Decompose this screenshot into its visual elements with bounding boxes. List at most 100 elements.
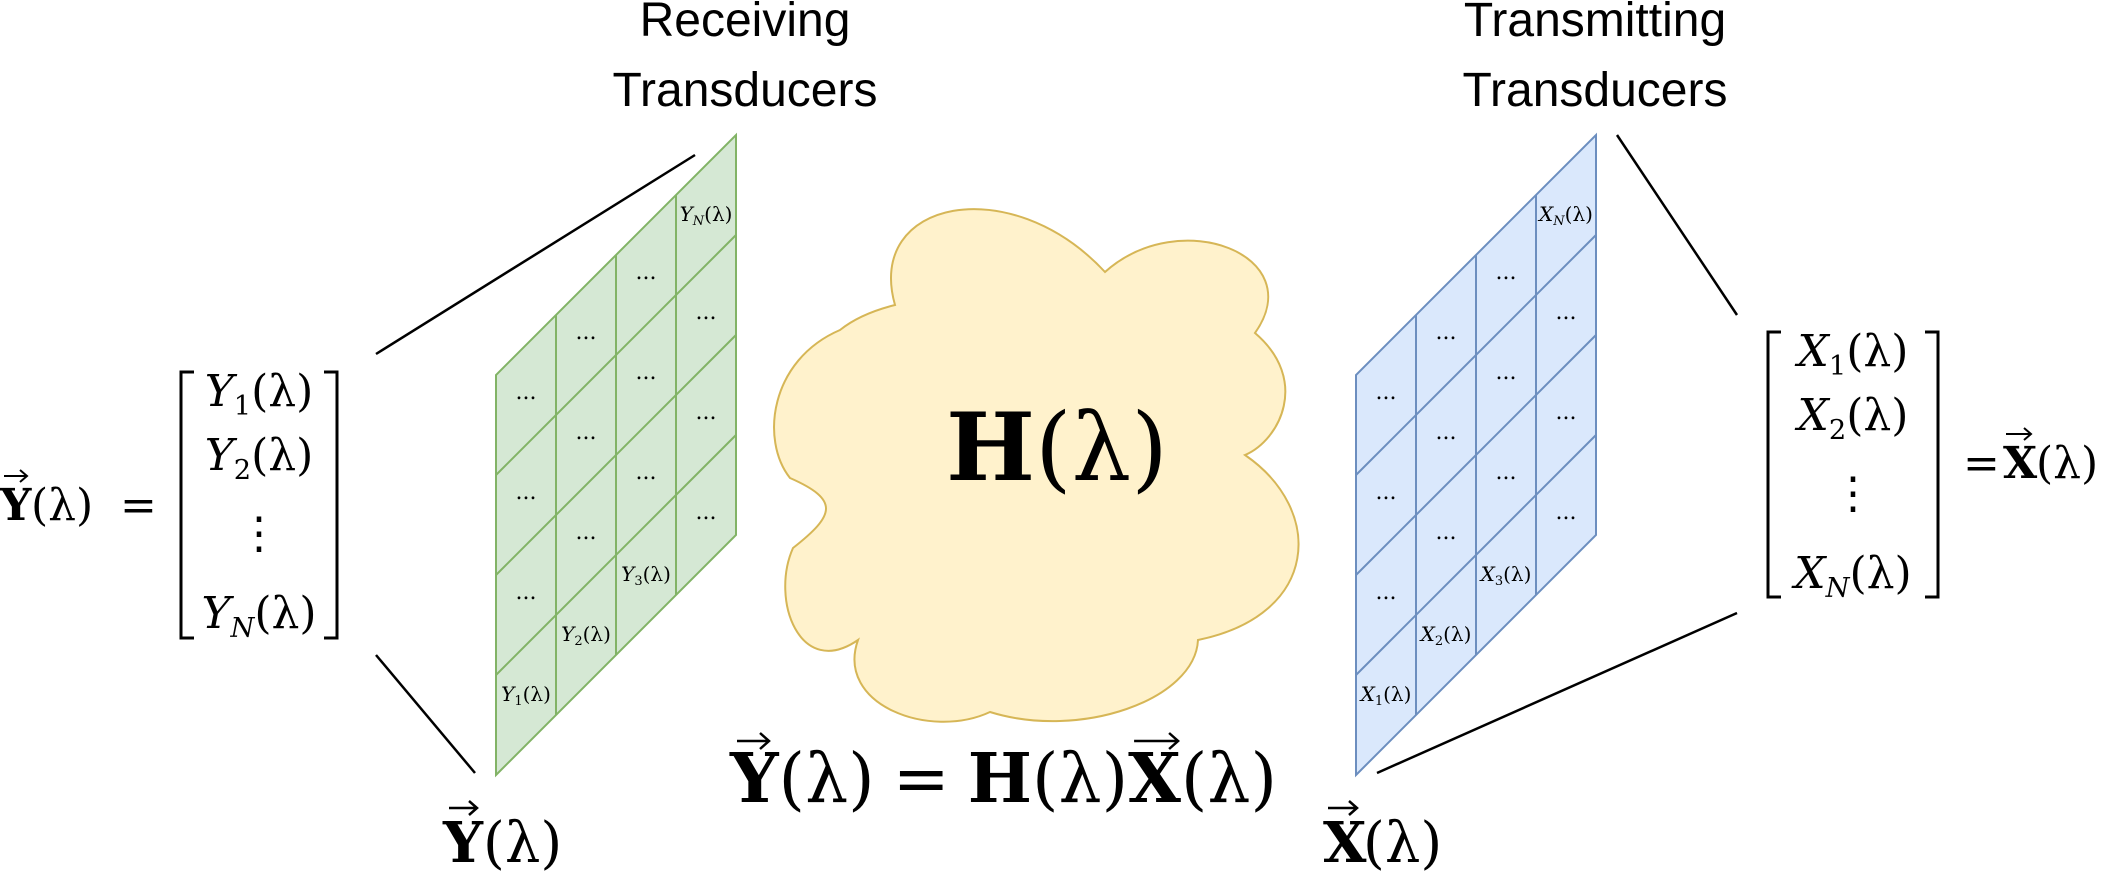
vector-entry-subscript: 1 <box>234 391 251 422</box>
transducer-cell-ellipsis: ... <box>576 520 597 545</box>
channel-cloud <box>773 208 1300 723</box>
cell-label-base: X <box>1359 682 1376 706</box>
cell-label-arg: (λ) <box>583 622 611 646</box>
vector-arrow-icon <box>737 732 771 750</box>
cell-label-base: X <box>1419 622 1436 646</box>
transducer-cell-label: X2(λ) <box>1419 622 1472 649</box>
left-vector-entries: Y1(λ)Y2(λ)⋮YN(λ) <box>201 366 316 644</box>
grid-row-line <box>1355 334 1597 576</box>
cell-label-subscript: 2 <box>1435 634 1443 649</box>
transducer-cell-label: XN(λ) <box>1537 202 1593 229</box>
vector-entry-arg: (λ) <box>251 430 313 481</box>
vector-entry: Y2(λ) <box>205 430 314 486</box>
left-bracket-close <box>324 370 339 640</box>
cell-label-base: Y <box>561 622 576 646</box>
left-vector-letter: Y <box>0 480 32 531</box>
transducer-cell-ellipsis: ... <box>1376 380 1397 405</box>
cell-label-subscript: 3 <box>1495 574 1503 589</box>
eq-h-arg: (λ) <box>1032 740 1128 819</box>
left-vector-arg: (λ) <box>31 480 93 531</box>
main-equation: Y(λ)=H(λ)X(λ) <box>729 732 1277 819</box>
transducer-cell-ellipsis: ... <box>1376 580 1397 605</box>
connector-line-trans-top <box>1615 134 1739 316</box>
left-vector-equals: = <box>120 480 157 531</box>
vector-entry-vdots: ⋮ <box>1831 468 1875 519</box>
cell-label-arg: (λ) <box>523 682 551 706</box>
grid-row-line <box>495 334 737 576</box>
eq-y: Y <box>729 739 780 819</box>
vector-entry-base: X <box>1795 326 1831 377</box>
grid-row-line <box>1355 434 1597 676</box>
transducer-cell-ellipsis: ... <box>636 260 657 285</box>
transducer-cell-ellipsis: ... <box>516 580 537 605</box>
vector-entry-base: Y <box>205 366 238 417</box>
eq-x: X <box>1128 739 1181 819</box>
vector-arrow-icon <box>1328 800 1359 816</box>
vector-entry-base: X <box>1791 548 1827 599</box>
eq-x-arg: (λ) <box>1181 740 1277 819</box>
cell-label-subscript: N <box>1552 214 1565 229</box>
eq-y-arg: (λ) <box>779 740 875 819</box>
right-vector-arg: (λ) <box>2036 438 2098 489</box>
bottom-x-arg: (λ) <box>1363 811 1442 872</box>
vector-entry: YN(λ) <box>201 588 316 644</box>
vector-entry-subscript: N <box>229 613 255 644</box>
cell-label-arg: (λ) <box>1443 622 1471 646</box>
cell-label-base: Y <box>501 682 516 706</box>
transducer-cell-ellipsis: ... <box>696 300 717 325</box>
connector-line-recv-bottom <box>375 654 476 774</box>
receiving-title-line2: Transducers <box>613 64 878 117</box>
cell-label-arg: (λ) <box>704 202 732 226</box>
vector-entry-arg: (λ) <box>254 588 316 639</box>
cell-label-subscript: 3 <box>634 574 642 589</box>
connector-line-trans-bottom <box>1376 611 1738 775</box>
vector-arrow-icon <box>4 469 29 483</box>
right-vector-letter: X <box>2003 438 2038 489</box>
transducer-cell-ellipsis: ... <box>1436 520 1457 545</box>
grid-row-line <box>1355 234 1597 476</box>
transducer-cell-label: Y1(λ) <box>501 682 551 709</box>
cell-label-arg: (λ) <box>1503 562 1531 586</box>
right-bracket-open <box>1766 330 1781 599</box>
channel-symbol: H <box>946 393 1035 503</box>
cell-label-arg: (λ) <box>1383 682 1411 706</box>
connector-lines <box>375 134 1739 775</box>
transducer-cell-label: YN(λ) <box>680 202 733 229</box>
cell-label-arg: (λ) <box>1565 202 1593 226</box>
vector-entry-arg: (λ) <box>1846 390 1908 441</box>
transducer-cell-ellipsis: ... <box>1556 300 1577 325</box>
channel-label: H(λ) <box>946 393 1168 503</box>
cell-label-subscript: 2 <box>574 634 582 649</box>
vector-entry-base: X <box>1795 390 1831 441</box>
vector-entry-arg: (λ) <box>1846 326 1908 377</box>
transducer-cell-ellipsis: ... <box>636 360 657 385</box>
vector-entry-base: Y <box>201 588 234 639</box>
bottom-y-letter: Y <box>442 810 484 872</box>
vector-entry-subscript: 2 <box>1829 415 1846 446</box>
bottom-label-x: X (λ) <box>1323 800 1442 872</box>
right-bracket-close <box>1925 330 1940 599</box>
transducer-cell-ellipsis: ... <box>516 380 537 405</box>
vector-entry-subscript: 1 <box>1829 351 1846 382</box>
cell-label-base: X <box>1537 202 1554 226</box>
bottom-x-letter: X <box>1323 810 1367 872</box>
vector-entry-subscript: 2 <box>234 455 251 486</box>
transducer-cell-ellipsis: ... <box>516 480 537 505</box>
vector-entry-arg: (λ) <box>251 366 313 417</box>
vector-entry-arg: (λ) <box>1849 548 1911 599</box>
cell-label-base: X <box>1479 562 1496 586</box>
connector-line-recv-top <box>375 153 696 356</box>
left-vector-symbol: Y (λ) = <box>0 469 157 531</box>
bottom-label-y: Y (λ) <box>442 800 562 872</box>
left-bracket-open <box>179 370 194 640</box>
grid-row-line <box>495 434 737 676</box>
transducer-cell-ellipsis: ... <box>1556 400 1577 425</box>
right-vector-entries: X1(λ)X2(λ)⋮XN(λ) <box>1791 326 1911 604</box>
transducer-cell-label: Y2(λ) <box>561 622 611 649</box>
channel-arg: (λ) <box>1035 394 1168 503</box>
cell-label-subscript: 1 <box>1375 694 1383 709</box>
transducer-cell-ellipsis: ... <box>576 320 597 345</box>
transducer-cell-ellipsis: ... <box>576 420 597 445</box>
right-vector-equals: = <box>1963 438 2000 489</box>
transmitting-title-line2: Transducers <box>1463 64 1728 117</box>
